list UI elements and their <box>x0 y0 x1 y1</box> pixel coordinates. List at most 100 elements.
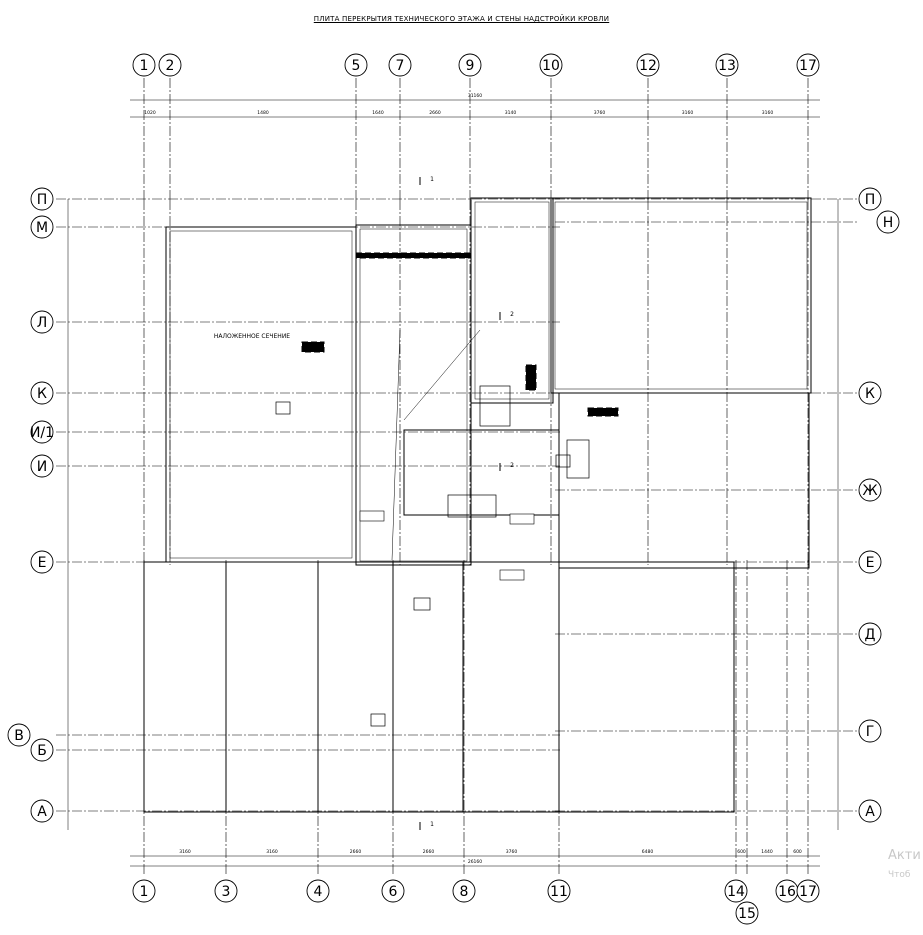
opening-3 <box>447 494 497 518</box>
opening-4 <box>413 597 431 611</box>
axis-top-0-label: 1 <box>140 58 149 74</box>
axis-left-9-label: А <box>37 804 47 820</box>
axis-bottom-5-circle <box>547 879 571 903</box>
axis-right-4-circle <box>858 550 882 574</box>
axis-right-0-label: П <box>865 192 876 208</box>
watermark-text: Акти <box>888 848 921 863</box>
axis-bottom-5-label: 11 <box>550 884 568 900</box>
axis-right-2-label: К <box>865 386 875 402</box>
axis-bottom-4-circle <box>452 879 476 903</box>
opening-0 <box>275 401 291 415</box>
axis-bottom-0-circle <box>132 879 156 903</box>
axis-left-6-circle <box>30 550 54 574</box>
dim-bottom-6: 600 <box>737 849 746 855</box>
axis-left-8-circle <box>30 738 54 762</box>
opening-2 <box>566 439 590 479</box>
axis-left-1-circle <box>30 215 54 239</box>
axis-right-3-circle <box>858 478 882 502</box>
axis-top-1-label: 2 <box>166 58 175 74</box>
slab-outline-7 <box>403 429 560 516</box>
dim-bottom-2: 2660 <box>350 849 362 855</box>
drawing-title: ПЛИТА ПЕРЕКРЫТИЯ ТЕХНИЧЕСКОГО ЭТАЖА И СТ… <box>313 15 610 23</box>
axis-top-6-circle <box>636 53 660 77</box>
section-mark-3: 2 <box>510 462 514 469</box>
wall-diag-line <box>391 329 401 561</box>
axis-left-4-circle <box>30 420 54 444</box>
axis-left-6-label: Е <box>38 555 47 571</box>
opening-6 <box>555 454 571 468</box>
axis-right-4-label: Е <box>866 555 875 571</box>
dim-top-1: 1480 <box>257 110 269 116</box>
axis-left-1-label: М <box>36 220 48 236</box>
section-mark-0: 1 <box>430 176 434 183</box>
axis-bottom-9-label: 17 <box>799 884 817 900</box>
dim-bottom-4: 3760 <box>506 849 518 855</box>
axis-top-5-label: 10 <box>542 58 560 74</box>
axis-bottom-1-circle <box>214 879 238 903</box>
axis-left-3-circle <box>30 381 54 405</box>
dim-bottom-7: 1440 <box>761 849 773 855</box>
axis-left-8-label: Б <box>37 743 47 759</box>
axis-left-4-label: И/1 <box>30 425 54 441</box>
axis-right-0-circle <box>858 187 882 211</box>
elevation-box-0 <box>359 510 385 522</box>
dim-top-6: 3160 <box>682 110 694 116</box>
axis-bottom-1-label: 3 <box>222 884 231 900</box>
slab-outline-3 <box>550 197 812 394</box>
axis-top-3-circle <box>388 53 412 77</box>
wall-section-0 <box>355 252 472 259</box>
dim-top-total: 31160 <box>468 93 482 99</box>
axis-bottom-4-label: 8 <box>460 884 469 900</box>
slab-inner-3 <box>554 201 808 390</box>
slab-outline-2 <box>470 197 554 404</box>
axis-bottom-9-circle <box>796 879 820 903</box>
dimension-lines <box>67 99 839 867</box>
axis-top-4-label: 9 <box>466 58 475 74</box>
axis-left-7-circle <box>7 723 31 747</box>
axis-right-6-circle <box>858 719 882 743</box>
axis-top-5-circle <box>539 53 563 77</box>
dim-top-2: 1640 <box>372 110 384 116</box>
misc-annotations <box>359 177 535 830</box>
axis-left-7-label: В <box>14 728 24 744</box>
slab-outline-6 <box>558 392 810 569</box>
slab-outline-5 <box>558 561 735 813</box>
leader-line <box>403 329 481 421</box>
axis-top-1-circle <box>158 53 182 77</box>
opening-1 <box>479 385 511 427</box>
axis-bottom-3-circle <box>381 879 405 903</box>
axis-bottom-2-circle <box>306 879 330 903</box>
wall-section-1 <box>301 341 325 353</box>
slab-inner-0 <box>169 230 353 559</box>
axis-right-6-label: Г <box>866 724 875 740</box>
axis-top-8-circle <box>796 53 820 77</box>
axis-left-2-circle <box>30 310 54 334</box>
dim-top-7: 3160 <box>762 110 774 116</box>
axis-bottom-0-label: 1 <box>140 884 149 900</box>
slab-inner-2 <box>474 201 550 400</box>
wall-section-3 <box>587 407 619 417</box>
dim-bottom-0: 3160 <box>179 849 191 855</box>
watermark-subtext: Чтоб <box>888 870 911 880</box>
axis-top-8-label: 17 <box>799 58 817 74</box>
axis-left-5-label: И <box>37 459 47 475</box>
axis-right-5-circle <box>858 622 882 646</box>
axis-bottom-7-label: 15 <box>738 906 756 922</box>
dim-top-3: 2660 <box>429 110 441 116</box>
axis-top-0-circle <box>132 53 156 77</box>
section-mark-1: 1 <box>430 821 434 828</box>
axis-top-2-circle <box>344 53 368 77</box>
axis-bottom-8-label: 16 <box>778 884 796 900</box>
axis-left-2-label: Л <box>37 315 48 331</box>
axis-bottom-6-label: 14 <box>727 884 745 900</box>
axis-right-1-label: Н <box>883 215 894 231</box>
wall-section-2 <box>525 364 537 391</box>
elevation-box-2 <box>499 569 525 581</box>
axis-top-7-label: 13 <box>718 58 736 74</box>
opening-5 <box>370 713 386 727</box>
section-mark-2: 2 <box>510 311 514 318</box>
slab-outline-8 <box>225 561 319 813</box>
axis-right-5-label: Д <box>865 627 876 643</box>
